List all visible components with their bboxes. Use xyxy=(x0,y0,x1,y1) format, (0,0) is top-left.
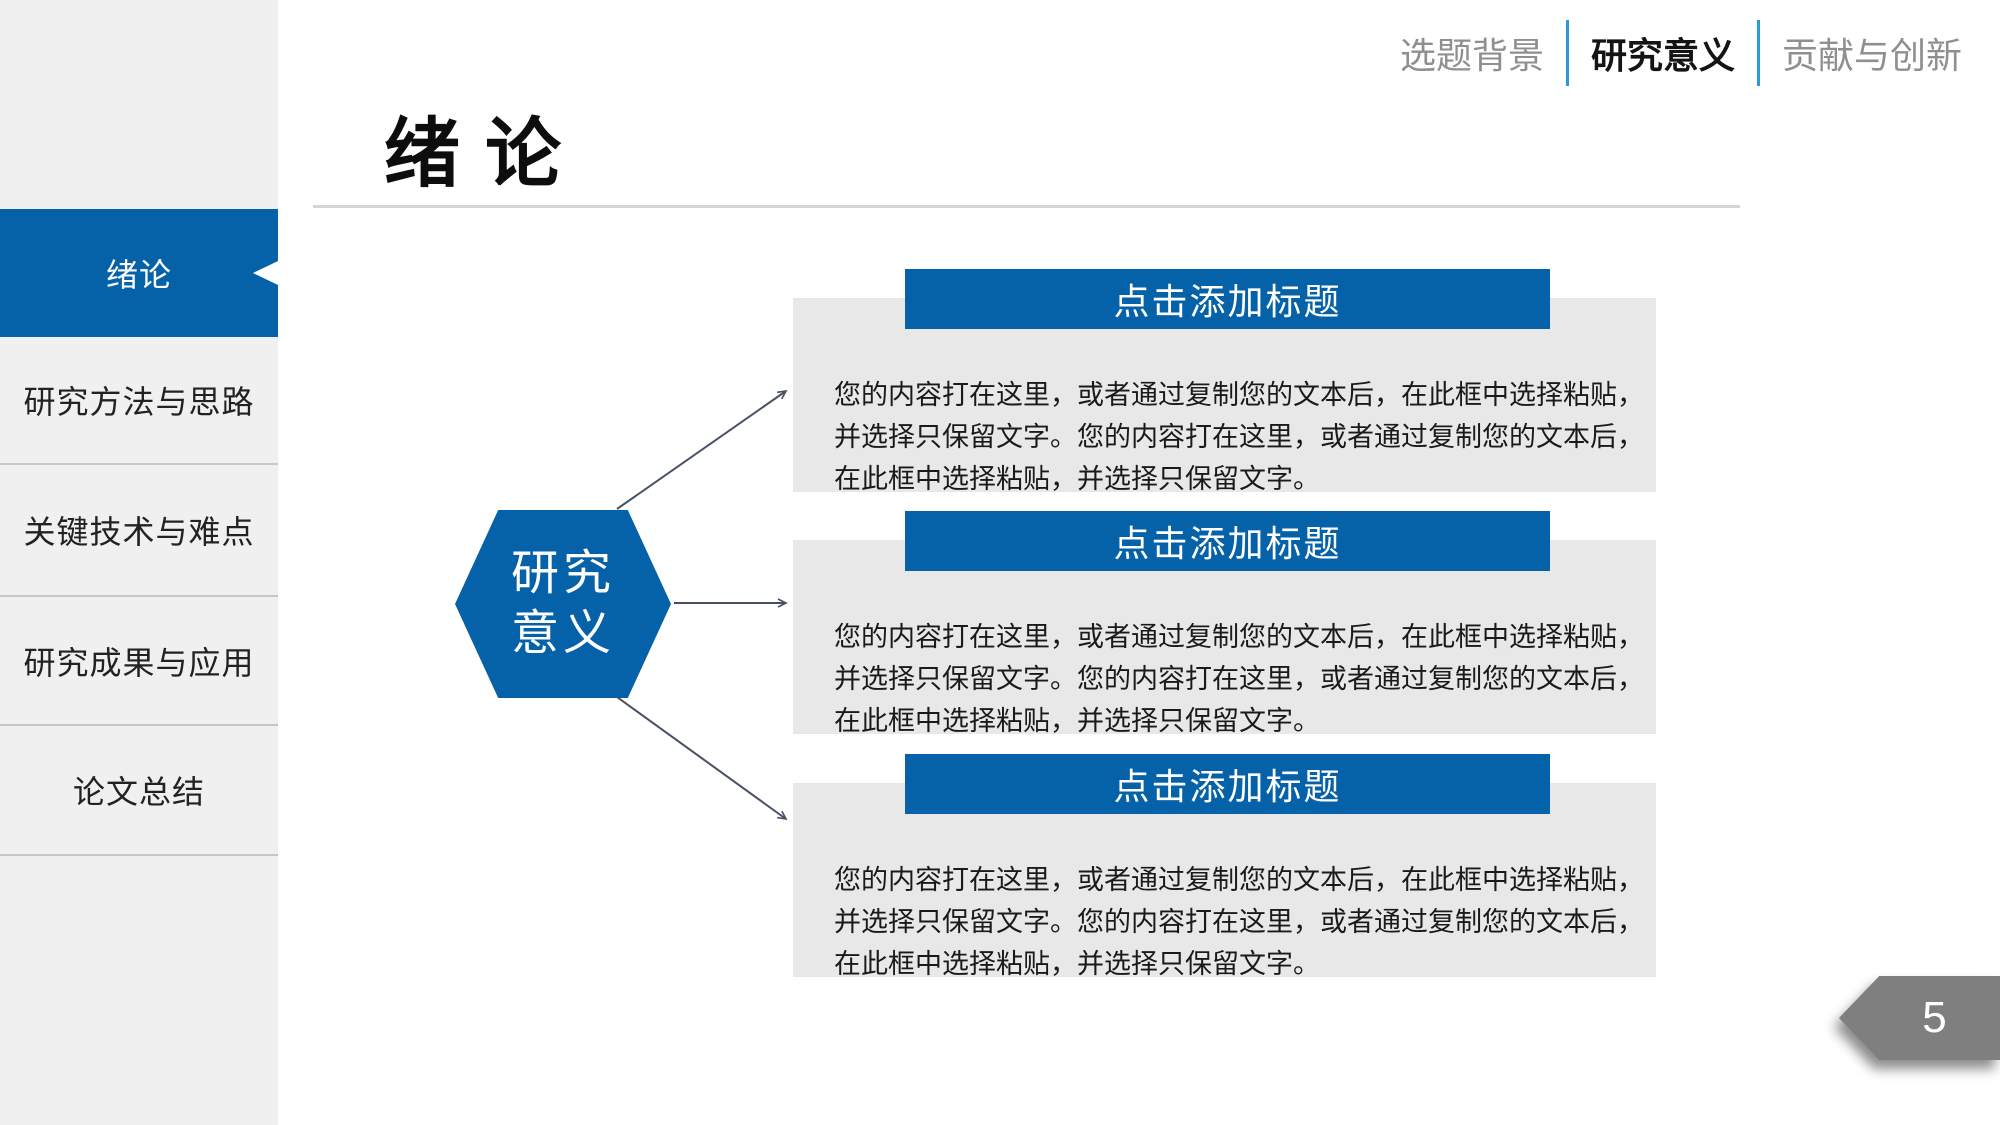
arrow-bottom xyxy=(616,696,788,821)
sidebar-item-summary[interactable]: 论文总结 xyxy=(0,726,278,856)
section-nav: 选题背景 研究意义 贡献与创新 xyxy=(1378,18,1984,88)
block-body: 您的内容打在这里，或者通过复制您的文本后，在此框中选择粘贴，并选择只保留文字。您… xyxy=(793,540,1656,736)
block-title-placeholder: 点击添加标题 xyxy=(905,754,1550,814)
sidebar: 绪论 研究方法与思路 关键技术与难点 研究成果与应用 论文总结 xyxy=(0,0,278,1125)
nav-divider xyxy=(1756,20,1760,86)
sidebar-item-key-tech[interactable]: 关键技术与难点 xyxy=(0,465,278,597)
sidebar-item-label: 研究成果与应用 xyxy=(23,644,255,681)
sidebar-item-introduction[interactable]: 绪论 xyxy=(0,209,278,337)
hexagon-label-line1: 研究 xyxy=(510,547,615,600)
nav-item-significance[interactable]: 研究意义 xyxy=(1590,35,1735,76)
block-body: 您的内容打在这里，或者通过复制您的文本后，在此框中选择粘贴，并选择只保留文字。您… xyxy=(793,783,1656,979)
page-number-flag: 5 xyxy=(1839,976,2000,1060)
arrow-top xyxy=(616,389,788,510)
page-title: 绪 论 xyxy=(384,112,564,197)
active-item-pointer-icon xyxy=(253,261,278,285)
sidebar-item-label: 绪论 xyxy=(105,257,172,293)
nav-divider xyxy=(1565,20,1569,86)
hexagon-shape: 研究 意义 xyxy=(455,510,671,698)
sidebar-item-methods[interactable]: 研究方法与思路 xyxy=(0,337,278,465)
nav-item-contribution[interactable]: 贡献与创新 xyxy=(1781,35,1962,76)
block-body: 您的内容打在这里，或者通过复制您的文本后，在此框中选择粘贴，并选择只保留文字。您… xyxy=(793,298,1656,494)
block-title-placeholder: 点击添加标题 xyxy=(905,511,1550,571)
block-title-placeholder: 点击添加标题 xyxy=(905,269,1550,329)
sidebar-item-results[interactable]: 研究成果与应用 xyxy=(0,597,278,726)
hexagon-label-line2: 意义 xyxy=(510,607,615,660)
page-number: 5 xyxy=(1839,976,2000,1060)
sidebar-item-label: 研究方法与思路 xyxy=(23,384,255,420)
nav-item-background[interactable]: 选题背景 xyxy=(1399,35,1544,76)
sidebar-item-label: 论文总结 xyxy=(72,774,205,810)
sidebar-item-label: 关键技术与难点 xyxy=(23,514,255,550)
title-underline xyxy=(313,205,1740,208)
